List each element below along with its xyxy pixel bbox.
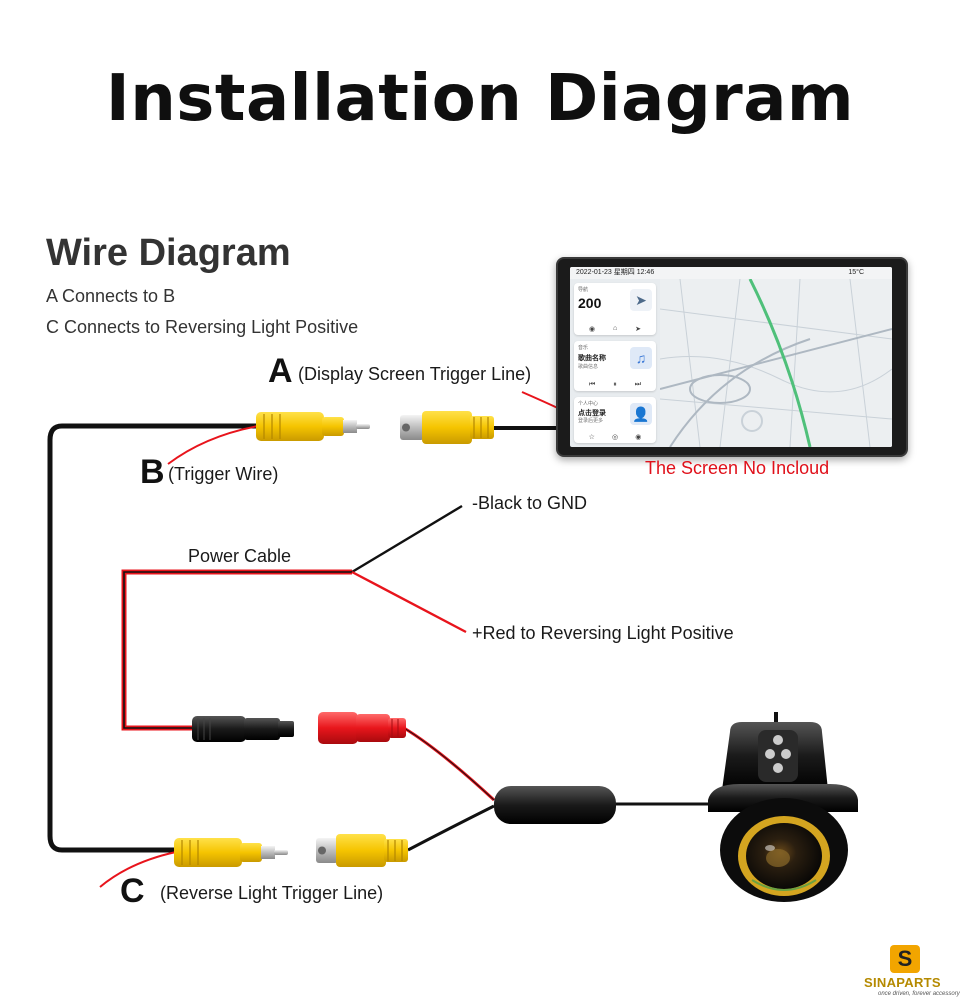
- account-card: 个人中心 点击登录 登录后更多 👤 ☆◎◉: [574, 397, 656, 443]
- relay-module: [494, 786, 616, 824]
- nav-card: 导航 200 ➤ ◉⌂➤: [574, 283, 656, 335]
- label-b-letter: B: [140, 453, 165, 491]
- screen-display: 2022-01-23 星期四 12:46 15°C 导航 200 ➤ ◉⌂➤ 音…: [570, 267, 892, 447]
- rca-female-bottom: [316, 834, 408, 867]
- note-c-connects-reversing: C Connects to Reversing Light Positive: [46, 317, 359, 337]
- user-avatar-icon: 👤: [630, 403, 652, 425]
- dc-male-plug: [192, 716, 294, 742]
- map-view: [660, 279, 892, 447]
- music-card-label: 音乐: [578, 345, 589, 351]
- leader-c: [99, 851, 177, 888]
- music-card-title: 歌曲名称: [578, 355, 606, 362]
- label-c-text: (Reverse Light Trigger Line): [160, 883, 384, 903]
- note-a-connects-b: A Connects to B: [46, 286, 176, 306]
- red-dc-to-module-core: [403, 727, 495, 801]
- reversing-camera: [708, 722, 858, 902]
- label-b-text: (Trigger Wire): [168, 464, 279, 484]
- brand-tagline: once driven, forever accessory: [878, 991, 960, 997]
- label-a-letter: A: [268, 352, 293, 390]
- yellow-rca-to-module: [407, 804, 495, 852]
- map-route-line: [748, 279, 812, 447]
- dc-female-plug: [318, 712, 406, 744]
- leader-b: [167, 425, 259, 465]
- wire-diagram-heading: Wire Diagram: [46, 232, 291, 274]
- trigger-loop-wire: [47, 423, 256, 853]
- power-cable-red: [121, 569, 352, 731]
- brand-name: SINAPARTS: [864, 975, 941, 990]
- status-temperature: 15°C: [848, 269, 864, 276]
- screen-status-bar: 2022-01-23 星期四 12:46 15°C: [570, 267, 892, 279]
- nav-card-controls: ◉⌂➤: [588, 325, 642, 333]
- account-card-label: 个人中心: [578, 401, 599, 407]
- account-card-sub: 登录后更多: [578, 418, 604, 424]
- music-controls: ⏮⏸⏭: [588, 381, 641, 388]
- nav-card-value: 200: [578, 295, 602, 311]
- account-controls: ☆◎◉: [588, 434, 642, 441]
- account-card-title: 点击登录: [578, 410, 606, 417]
- gnd-black-wire: [351, 504, 463, 574]
- page-title: Installation Diagram: [105, 62, 855, 136]
- navigation-arrow-icon: ➤: [630, 289, 652, 311]
- music-note-icon: ♫: [630, 347, 652, 369]
- label-a-text: (Display Screen Trigger Line): [298, 364, 532, 384]
- music-card-sub: 歌曲信息: [578, 364, 599, 370]
- label-c-letter: C: [120, 872, 145, 910]
- power-cable-label: Power Cable: [188, 546, 292, 566]
- status-time: 2022-01-23 星期四 12:46: [576, 269, 655, 276]
- brand-logo-icon: S: [890, 945, 920, 973]
- rca-male-b: [256, 412, 370, 441]
- music-card: 音乐 歌曲名称 歌曲信息 ♫ ⏮⏸⏭: [574, 341, 656, 391]
- head-unit-screen: 2022-01-23 星期四 12:46 15°C 导航 200 ➤ ◉⌂➤ 音…: [556, 257, 908, 457]
- screen-not-included-note: The Screen No Incloud: [645, 458, 830, 478]
- red-dc-to-module: [403, 726, 496, 802]
- black-gnd-label: -Black to GND: [472, 493, 588, 513]
- positive-red-wire: [351, 570, 467, 634]
- power-cable-black: [123, 571, 352, 729]
- nav-card-label: 导航: [578, 287, 589, 293]
- rca-female-a: [400, 411, 494, 444]
- rca-male-c: [174, 838, 288, 867]
- red-positive-label: +Red to Reversing Light Positive: [472, 623, 734, 643]
